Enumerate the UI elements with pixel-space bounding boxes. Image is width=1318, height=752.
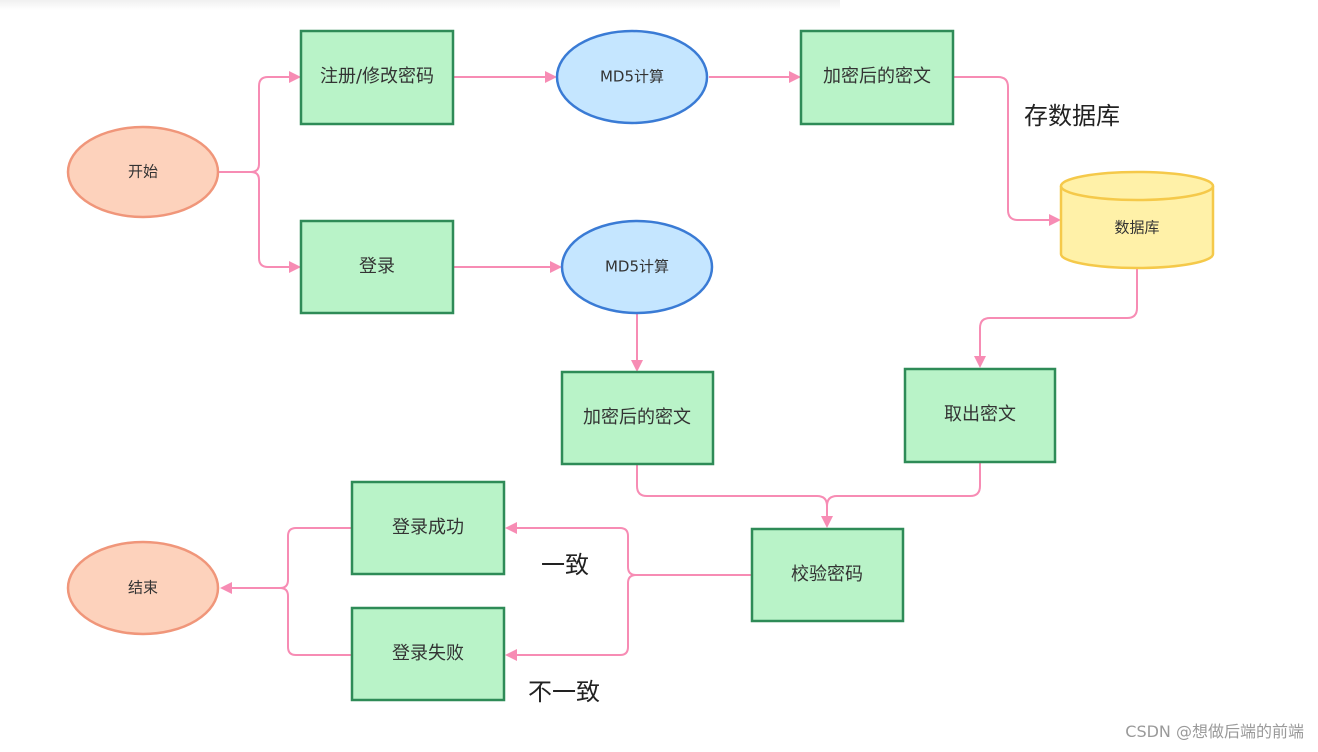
encrypted-bottom-node: 加密后的密文 bbox=[560, 370, 715, 466]
edge-label-store-database: 存数据库 bbox=[1024, 102, 1120, 130]
register-node-label: 注册/修改密码 bbox=[320, 66, 434, 87]
edge-label-match: 一致 bbox=[541, 551, 589, 579]
login-node: 登录 bbox=[299, 219, 455, 315]
start-node: 开始 bbox=[66, 125, 220, 219]
encrypted-top-node-label: 加密后的密文 bbox=[823, 66, 931, 87]
verify-node-label: 校验密码 bbox=[791, 564, 863, 585]
edge-success-to-end bbox=[220, 527, 351, 594]
csdn-watermark: CSDN @想做后端的前端 bbox=[1125, 722, 1304, 741]
md5-top-node-label: MD5计算 bbox=[600, 68, 664, 86]
register-node: 注册/修改密码 bbox=[299, 29, 455, 126]
fetch-cipher-node-label: 取出密文 bbox=[944, 404, 1016, 425]
start-node-label: 开始 bbox=[128, 163, 158, 181]
login-fail-node-label: 登录失败 bbox=[392, 643, 464, 664]
encrypted-top-node: 加密后的密文 bbox=[799, 29, 955, 126]
fetch-cipher-node: 取出密文 bbox=[903, 367, 1057, 464]
database-node: 数据库 bbox=[1059, 170, 1215, 270]
top-shadow-strip bbox=[0, 0, 840, 10]
database-node-label: 数据库 bbox=[1114, 219, 1159, 237]
edge-start-to-register bbox=[219, 71, 301, 173]
edge-fail-to-end bbox=[222, 587, 351, 656]
edge-encrypted-top-to-database bbox=[953, 76, 1061, 226]
verify-node: 校验密码 bbox=[750, 527, 905, 623]
edge-start-to-login bbox=[219, 171, 301, 273]
edge-label-mismatch: 不一致 bbox=[528, 678, 600, 706]
edge-verify-to-fail bbox=[505, 574, 751, 661]
login-node-label: 登录 bbox=[359, 256, 395, 277]
login-fail-node: 登录失败 bbox=[350, 606, 506, 702]
edge-database-to-fetch-cipher bbox=[974, 268, 1138, 368]
login-success-node: 登录成功 bbox=[350, 480, 506, 576]
md5-bottom-node-label: MD5计算 bbox=[605, 258, 669, 276]
edge-encrypted-bottom-to-verify bbox=[636, 464, 833, 528]
md5-top-node: MD5计算 bbox=[555, 29, 709, 125]
encrypted-bottom-node-label: 加密后的密文 bbox=[583, 407, 691, 428]
end-node-label: 结束 bbox=[128, 579, 158, 597]
login-success-node-label: 登录成功 bbox=[392, 517, 464, 538]
end-node: 结束 bbox=[66, 540, 220, 636]
edge-fetch-cipher-to-verify bbox=[826, 462, 981, 526]
md5-bottom-node: MD5计算 bbox=[560, 219, 714, 315]
